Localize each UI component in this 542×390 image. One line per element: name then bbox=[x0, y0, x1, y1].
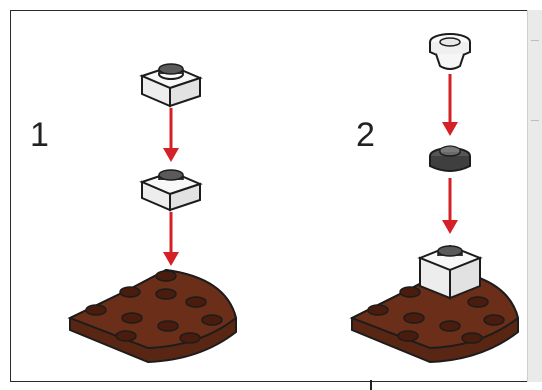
transparent-plate-icon bbox=[139, 169, 203, 212]
quarter-round-plate-icon bbox=[349, 268, 520, 364]
page-tick-mark bbox=[370, 380, 372, 390]
transparent-cone-icon bbox=[429, 33, 471, 70]
transparent-plate-icon bbox=[139, 63, 203, 108]
round-plate-icon bbox=[429, 145, 471, 172]
down-arrow-icon bbox=[163, 212, 179, 266]
quarter-round-plate-icon bbox=[67, 268, 238, 364]
down-arrow-icon bbox=[442, 74, 458, 136]
step-number-1: 1 bbox=[30, 116, 49, 154]
down-arrow-icon bbox=[163, 108, 179, 162]
step-number-2: 2 bbox=[356, 116, 375, 154]
page-side-tab bbox=[527, 10, 542, 382]
transparent-brick-icon bbox=[417, 244, 483, 300]
down-arrow-icon bbox=[442, 178, 458, 234]
